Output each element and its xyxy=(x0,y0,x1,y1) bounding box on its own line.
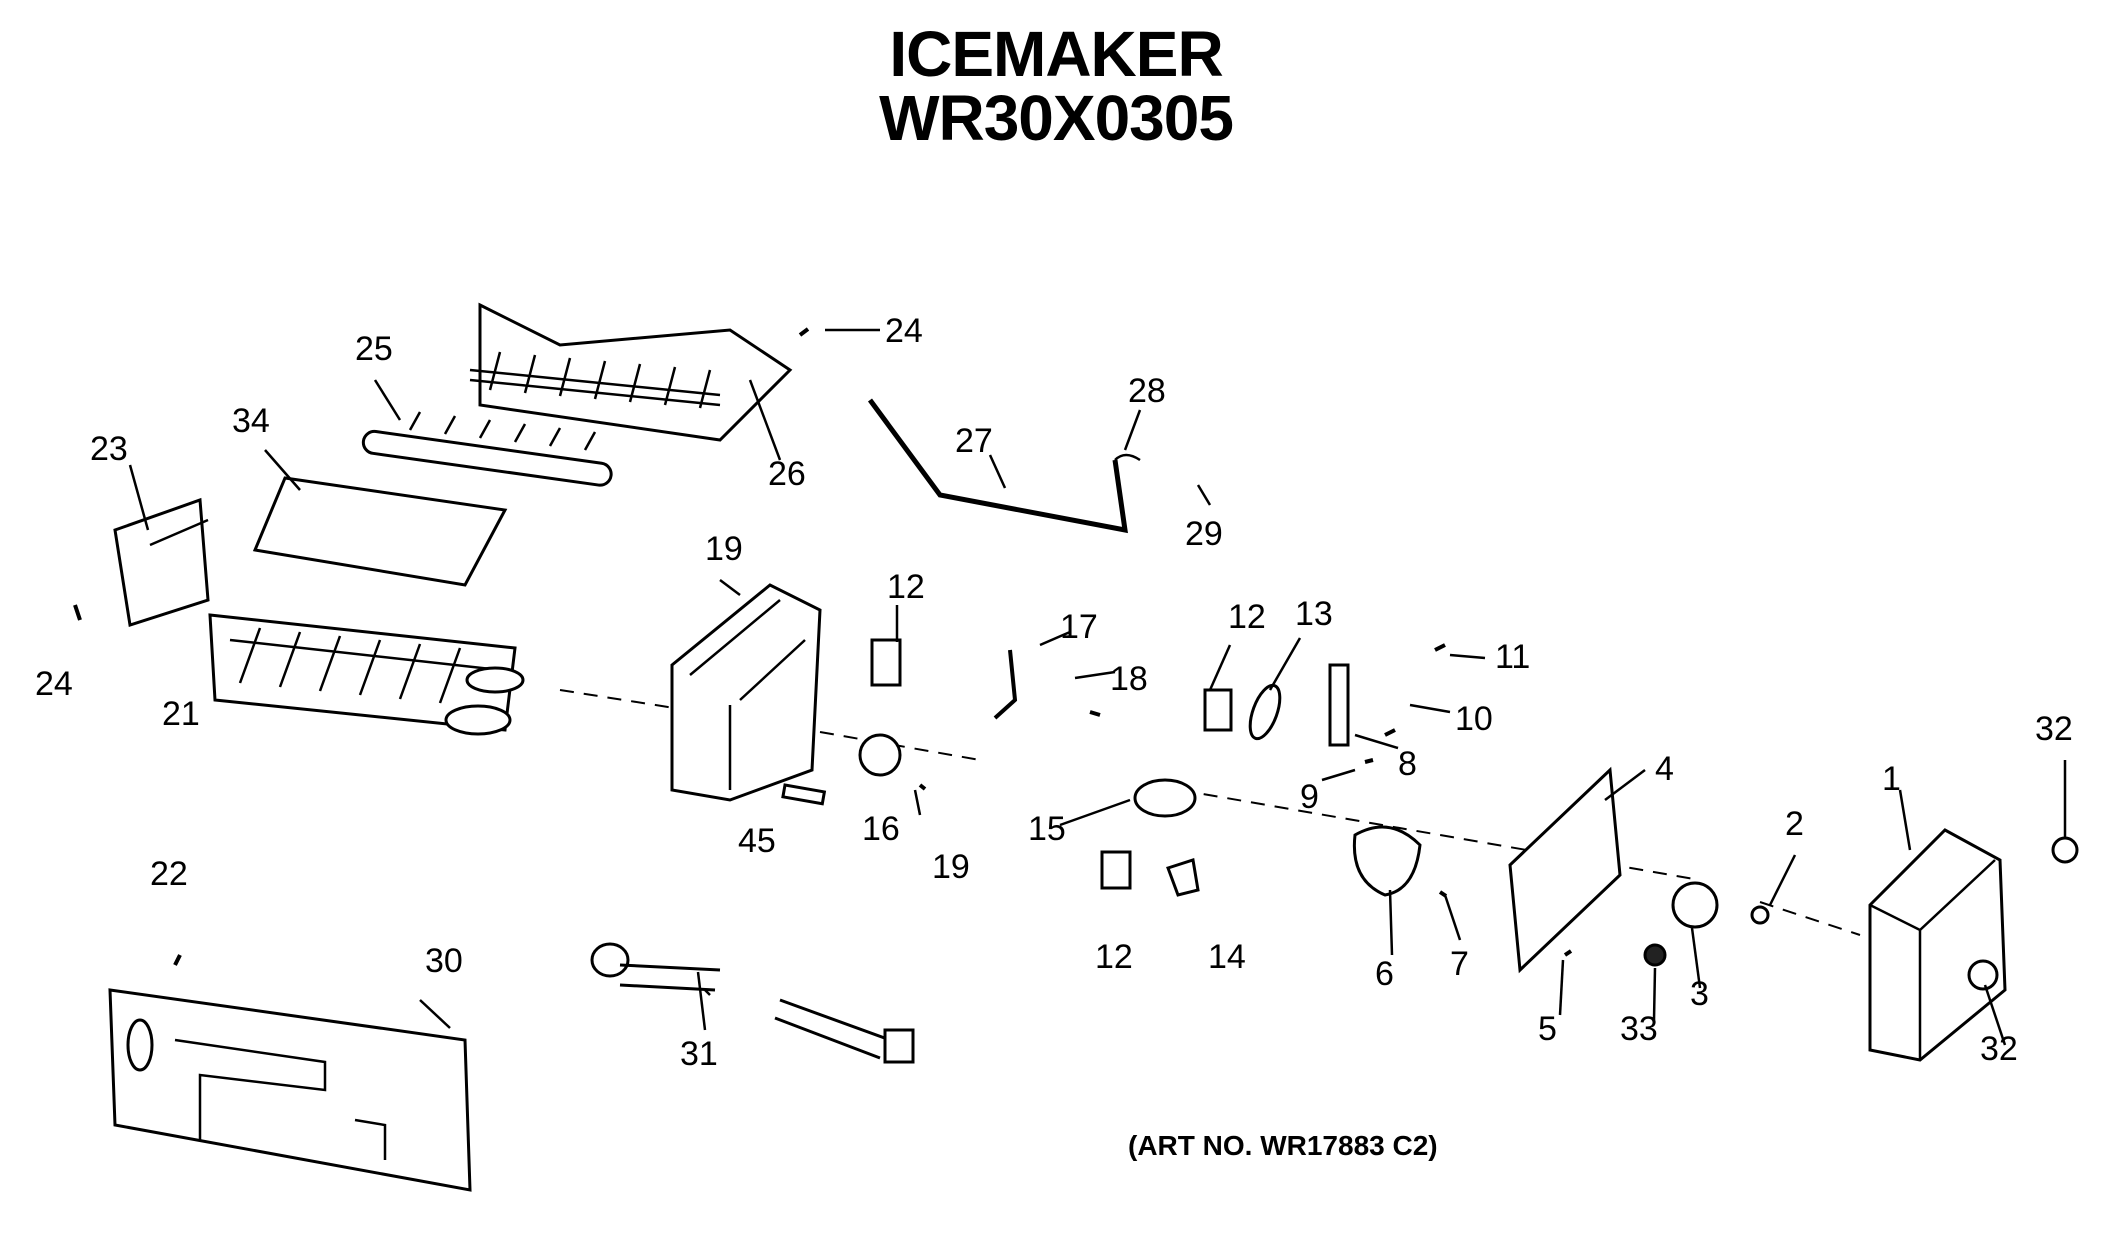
callout-5: 5 xyxy=(1538,1010,1557,1048)
callout-29: 29 xyxy=(1185,515,1223,553)
mold-part xyxy=(208,613,525,736)
callout-17: 19 xyxy=(932,848,970,886)
callout-24-left: 24 xyxy=(35,665,73,703)
callout-31: 31 xyxy=(680,1035,718,1073)
stripper-part xyxy=(469,302,793,442)
callout-20: 19 xyxy=(705,530,743,568)
callout-labels: 24 25 34 23 24 21 26 27 28 29 19 12 17 1… xyxy=(35,312,2073,1073)
ejector-shaft-part xyxy=(361,411,613,487)
screw-part-2 xyxy=(1750,905,1770,925)
gear-part-15 xyxy=(1133,778,1197,818)
callout-14: 14 xyxy=(1208,938,1246,976)
cam-part-13 xyxy=(1248,683,1282,741)
shutoff-arm-part xyxy=(867,398,1141,534)
callout-22: 22 xyxy=(150,855,188,893)
motor-part-16 xyxy=(858,733,902,777)
callout-45: 45 xyxy=(738,822,776,860)
heater-part-45 xyxy=(781,783,827,806)
callout-11: 11 xyxy=(1495,638,1530,676)
housing-part xyxy=(670,583,822,802)
motor-part-6 xyxy=(1352,825,1422,897)
callout-16: 16 xyxy=(862,810,900,848)
callout-23: 23 xyxy=(90,430,128,468)
callout-24-top: 24 xyxy=(885,312,923,350)
callout-13: 13 xyxy=(1295,595,1333,633)
callout-19: 18 xyxy=(1110,660,1148,698)
switch-part-12b xyxy=(1203,688,1233,732)
diagram-model-number: WR30X0305 xyxy=(879,82,1234,154)
bracket-part xyxy=(113,497,210,627)
wiring-harness-part xyxy=(590,942,915,1064)
callout-32-bottom: 32 xyxy=(1980,1030,2018,1068)
lever-part-18 xyxy=(993,649,1018,720)
callout-9: 9 xyxy=(1300,778,1319,816)
grommet-part-32 xyxy=(2051,836,2079,864)
callout-21: 21 xyxy=(162,695,200,733)
callout-28: 28 xyxy=(1128,372,1166,410)
callout-2: 2 xyxy=(1785,805,1804,843)
callout-7: 7 xyxy=(1450,945,1469,983)
callout-1: 1 xyxy=(1882,760,1901,798)
callout-18: 17 xyxy=(1060,608,1098,646)
cover-part xyxy=(1868,828,2007,1062)
callout-26: 26 xyxy=(768,455,806,493)
clip-part-14 xyxy=(1166,858,1200,897)
leader-lines xyxy=(128,328,2067,1046)
callout-4: 4 xyxy=(1655,750,1674,788)
cover-plate-part xyxy=(252,476,508,587)
diagram-title: ICEMAKER xyxy=(889,18,1223,90)
callout-12-a: 12 xyxy=(887,568,925,606)
callout-32-top: 32 xyxy=(2035,710,2073,748)
callout-27: 27 xyxy=(955,422,993,460)
support-part-8 xyxy=(1328,663,1350,747)
callout-3: 3 xyxy=(1690,975,1709,1013)
assembly-axis xyxy=(559,689,1861,936)
plug-part-33 xyxy=(1643,943,1667,967)
callout-12-b: 12 xyxy=(1228,598,1266,636)
art-number: (ART NO. WR17883 C2) xyxy=(1128,1130,1438,1161)
callout-34: 34 xyxy=(232,402,270,440)
gear-part-3 xyxy=(1671,881,1719,929)
callout-15: 15 xyxy=(1028,810,1066,848)
mounting-plate-part xyxy=(1508,766,1622,974)
switch-part-12a xyxy=(870,638,902,687)
callout-30: 30 xyxy=(425,942,463,980)
switch-part-12c xyxy=(1100,850,1132,890)
callout-33: 33 xyxy=(1620,1010,1658,1048)
front-panel-part xyxy=(108,988,472,1192)
callout-12-c: 12 xyxy=(1095,938,1133,976)
callout-6: 6 xyxy=(1375,955,1394,993)
callout-8: 8 xyxy=(1398,745,1417,783)
callout-10: 10 xyxy=(1455,700,1493,738)
callout-25: 25 xyxy=(355,330,393,368)
